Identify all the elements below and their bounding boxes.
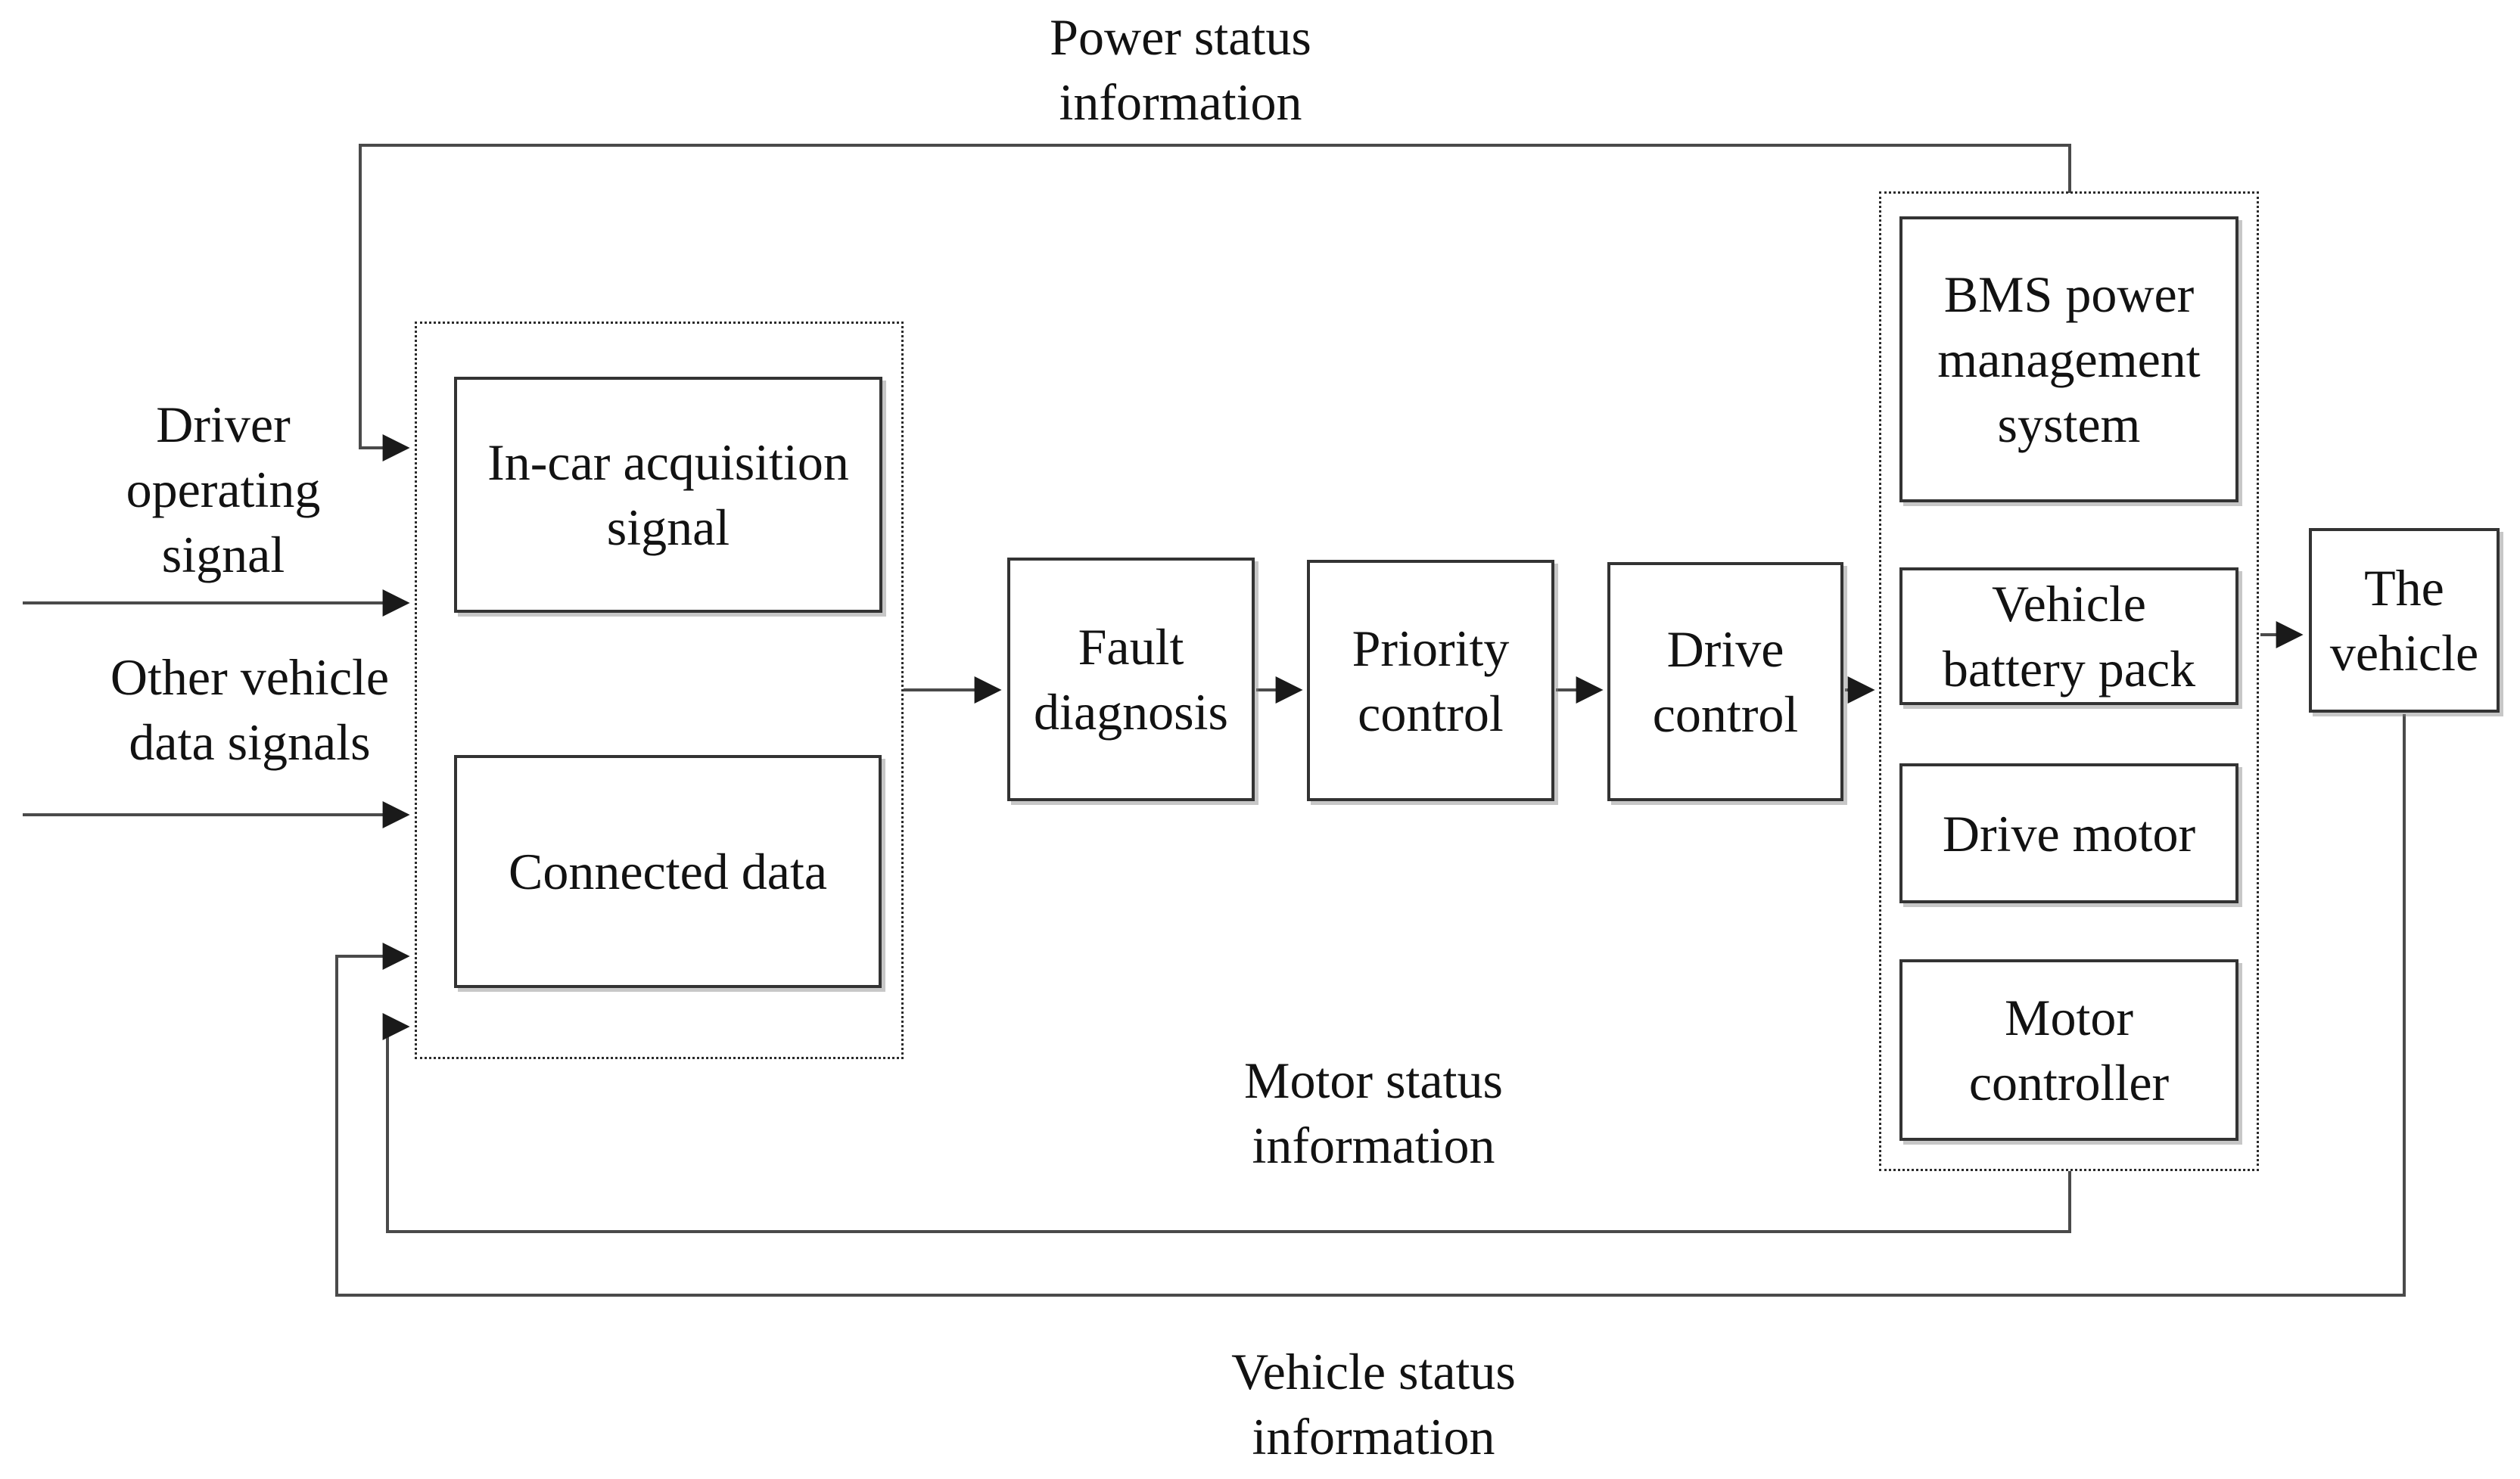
in-car-acquisition-signal-box: In-car acquisition signal	[454, 377, 882, 613]
priority-control-box: Priority control	[1307, 560, 1554, 801]
drive-control-box: Drive control	[1607, 562, 1843, 801]
motor-status-information-label: Motor status information	[1244, 1052, 1503, 1174]
driver-operating-signal-label: Driver operating signal	[126, 396, 321, 583]
power-status-information-label: Power status information	[1050, 8, 1311, 131]
connected-data-box: Connected data	[454, 755, 882, 988]
bms-power-management-system-box: BMS power management system	[1899, 216, 2238, 502]
the-vehicle-box: The vehicle	[2309, 528, 2500, 713]
vehicle-battery-pack-box: Vehicle battery pack	[1899, 567, 2238, 705]
vehicle-status-information-label: Vehicle status information	[1231, 1343, 1516, 1465]
fault-diagnosis-box: Fault diagnosis	[1007, 558, 1255, 801]
powertrain-group	[1879, 191, 2259, 1171]
power-status-feedback-line	[359, 144, 2071, 461]
drive-motor-box: Drive motor	[1899, 763, 2238, 903]
motor-status-feedback-line	[382, 1013, 2071, 1233]
vehicle-status-feedback-line	[335, 714, 2406, 1297]
other-vehicle-data-signals-label: Other vehicle data signals	[110, 648, 390, 771]
motor-controller-box: Motor controller	[1899, 959, 2238, 1141]
input-acquisition-group	[415, 322, 904, 1059]
